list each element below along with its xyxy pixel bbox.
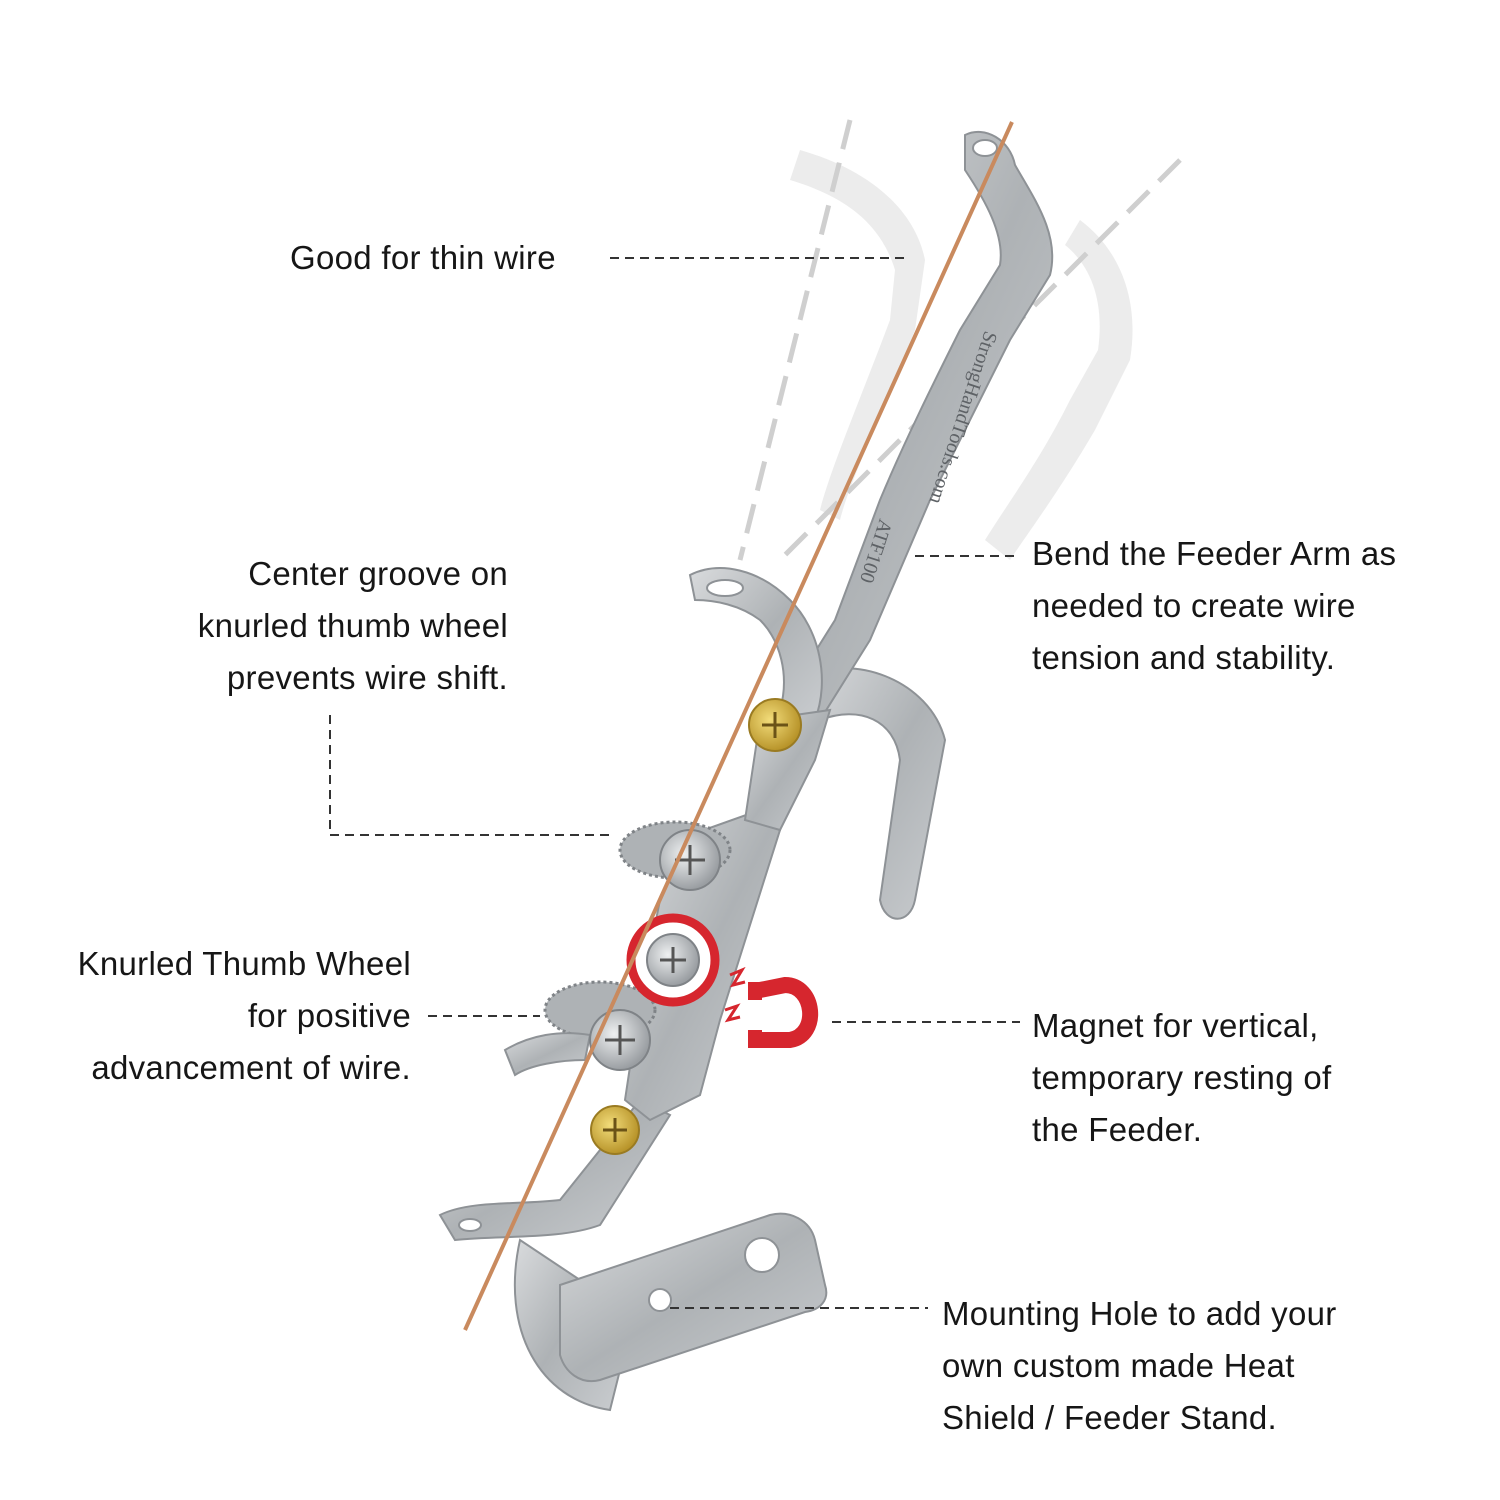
upper-guide [688,567,823,722]
callout-line: Shield / Feeder Stand. [942,1399,1277,1436]
callout-line: temporary resting of [1032,1059,1332,1096]
ghost-arm-right [985,220,1133,560]
mounting-hole [648,1288,672,1312]
callout-line: tension and stability. [1032,639,1336,676]
ghost-arm-left [790,150,925,520]
callout-line: needed to create wire [1032,587,1356,624]
callout-line: knurled thumb wheel [197,607,508,644]
magnet-icon [724,966,819,1048]
mounting-hole-large [744,1237,780,1273]
leader-lines [329,257,1020,1309]
callout-line: Mounting Hole to add your [942,1295,1337,1332]
callout-line: Magnet for vertical, [1032,1007,1319,1044]
callout-line: Good for thin wire [290,239,556,276]
callout-line: prevents wire shift. [226,659,508,696]
callout-line: Knurled Thumb Wheel [77,945,411,982]
callout-line: the Feeder. [1032,1111,1203,1148]
magnet-ring [626,913,720,1007]
mounting-base [513,1212,828,1412]
callout-line: advancement of wire. [91,1049,411,1086]
callout-line: own custom made Heat [942,1347,1295,1384]
callout-line: Center groove on [248,555,508,592]
callout-mounting-hole: Mounting Hole to add your own custom mad… [942,1288,1337,1444]
body-plate [623,708,832,1122]
callout-bend-arm: Bend the Feeder Arm as needed to create … [1032,528,1396,684]
callout-center-groove: Center groove on knurled thumb wheel pre… [198,548,508,704]
spring-loop [798,667,947,920]
callout-thin-wire: Good for thin wire [290,232,556,284]
callout-thumb-wheel: Knurled Thumb Wheel for positive advance… [78,938,411,1094]
callout-line: Bend the Feeder Arm as [1032,535,1397,572]
wire [463,121,1014,1331]
callout-magnet: Magnet for vertical, temporary resting o… [1032,1000,1331,1156]
callout-line: for positive [247,997,411,1034]
